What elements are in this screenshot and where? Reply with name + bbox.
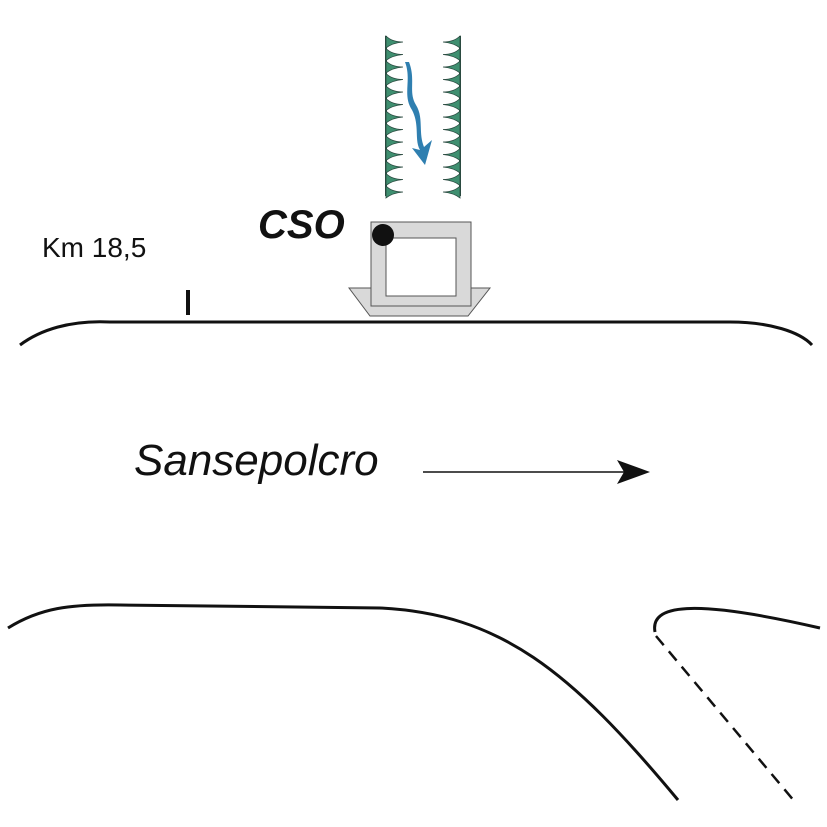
road-lower-edge bbox=[7, 603, 680, 801]
road-upper-edge bbox=[19, 320, 814, 347]
right-arrow-icon bbox=[617, 460, 650, 484]
spike-icon bbox=[385, 35, 404, 49]
spike-icon bbox=[442, 85, 461, 99]
spike-icon bbox=[442, 72, 461, 87]
cso-label: CSO bbox=[258, 203, 345, 247]
channel-banks bbox=[385, 35, 461, 199]
spike-icon bbox=[385, 47, 404, 62]
spike-icon bbox=[442, 172, 461, 187]
spike-icon bbox=[442, 135, 461, 149]
spike-icon bbox=[442, 122, 461, 137]
spike-icon bbox=[385, 135, 404, 149]
spike-icon bbox=[442, 47, 461, 62]
spike-icon bbox=[442, 110, 461, 124]
side-road-edge bbox=[653, 606, 821, 633]
spike-icon bbox=[442, 147, 461, 162]
spike-icon bbox=[385, 60, 404, 74]
spike-icon bbox=[385, 72, 404, 87]
spike-icon bbox=[442, 97, 461, 112]
spike-icon bbox=[442, 60, 461, 74]
km-marker-label: Km 18,5 bbox=[42, 232, 147, 263]
side-road-dashed-edge bbox=[655, 635, 796, 803]
spike-icon bbox=[385, 97, 404, 112]
spike-icon bbox=[385, 85, 404, 99]
spike-icon bbox=[385, 122, 404, 137]
spike-icon bbox=[385, 172, 404, 187]
spike-icon bbox=[442, 160, 461, 174]
spike-icon bbox=[385, 147, 404, 162]
spike-icon bbox=[385, 160, 404, 174]
cso-point-marker bbox=[372, 224, 394, 246]
spike-icon bbox=[385, 185, 404, 199]
spike-icon bbox=[442, 35, 461, 49]
spike-icon bbox=[442, 185, 461, 199]
direction-label: Sansepolcro bbox=[134, 436, 379, 485]
structure-inner bbox=[385, 237, 457, 297]
flow-arrow-icon bbox=[405, 62, 432, 165]
spike-icon bbox=[385, 110, 404, 124]
